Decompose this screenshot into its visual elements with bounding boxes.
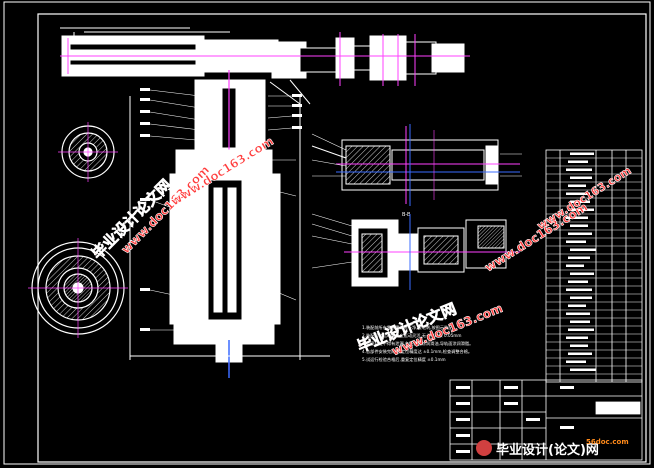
parts-cell-glyphs xyxy=(568,232,592,235)
parts-cell-glyphs xyxy=(568,184,586,187)
title-block xyxy=(449,379,643,461)
parts-cell-glyphs xyxy=(566,216,588,219)
watermark-url: www.doc163.com xyxy=(535,164,634,233)
note-line: 3.各密封处不得有泄漏,各配合面涂润滑油,导轨面涂润滑脂。 xyxy=(362,340,473,347)
title-block-cells xyxy=(456,386,574,453)
parts-list-table xyxy=(545,149,643,383)
logo-icon xyxy=(476,440,492,456)
logo-text: 毕业设计(论文)网 xyxy=(496,442,599,458)
parts-cell-glyphs xyxy=(570,248,596,251)
parts-cell-glyphs xyxy=(570,224,588,227)
parts-cell-glyphs xyxy=(570,320,590,323)
drawing-inner-border xyxy=(37,13,647,463)
parts-cell-glyphs xyxy=(568,328,594,331)
parts-cell-glyphs xyxy=(566,360,586,363)
title-cell-glyphs xyxy=(504,386,518,389)
vertical-column xyxy=(129,70,330,378)
parts-cell-glyphs xyxy=(570,176,592,179)
parts-cell-glyphs xyxy=(570,368,596,371)
note-line: 5.试运行检验合格后,重复定位精度 ±0.1mm xyxy=(362,356,446,363)
title-cell-glyphs xyxy=(526,418,540,421)
parts-cell-glyphs xyxy=(566,288,592,291)
parts-cell-glyphs xyxy=(566,168,592,171)
title-cell-glyphs xyxy=(504,402,518,405)
parts-cell-glyphs xyxy=(568,280,588,283)
leader-lines-left xyxy=(149,89,297,331)
leader-labels-left xyxy=(140,88,302,331)
note-line: 4.各部件安装完成后,定位精度达 ±0.1mm,检查调整合格。 xyxy=(362,348,472,355)
drawing-outer-border xyxy=(3,1,651,465)
parts-cell-glyphs xyxy=(566,192,590,195)
parts-cell-glyphs xyxy=(570,272,594,275)
arm-assembly xyxy=(60,27,470,105)
technical-notes: 1.装配前所有零件需清洗干净,去毛刺,按图示装配。 2.装配后各运动部件应运动灵… xyxy=(362,324,473,363)
parts-cell-glyphs xyxy=(570,152,594,155)
site-logo: 毕业设计(论文)网 56doc.com xyxy=(476,438,629,458)
title-cell-glyphs xyxy=(456,434,470,437)
parts-cell-glyphs xyxy=(566,336,588,339)
parts-cell-glyphs xyxy=(566,312,590,315)
parts-cell-glyphs xyxy=(568,304,586,307)
parts-cell-glyphs xyxy=(570,296,592,299)
section-view-cylinder xyxy=(311,124,522,206)
parts-list-rows xyxy=(546,152,642,375)
title-cell-glyphs xyxy=(456,450,470,453)
parts-cell-glyphs xyxy=(568,256,590,259)
parts-cell-glyphs xyxy=(570,200,590,203)
logo-badge: 56doc.com xyxy=(586,438,629,446)
title-cell-glyphs xyxy=(456,418,470,421)
parts-cell-glyphs xyxy=(568,352,592,355)
parts-cell-glyphs xyxy=(568,208,594,211)
gripper-assembly xyxy=(311,213,520,290)
parts-cell-glyphs xyxy=(568,160,588,163)
title-cell-glyphs xyxy=(560,386,574,389)
note-line: 1.装配前所有零件需清洗干净,去毛刺,按图示装配。 xyxy=(362,324,457,331)
title-cell-glyphs xyxy=(456,386,470,389)
note-line: 2.装配后各运动部件应运动灵活,无卡滞现象 0.05mm xyxy=(362,332,462,339)
section-label: B-B xyxy=(402,212,411,218)
gear-detail-small xyxy=(58,122,118,182)
parts-cell-glyphs xyxy=(566,240,586,243)
parts-cell-glyphs xyxy=(570,344,588,347)
watermark-5: www.doc163.com xyxy=(534,164,634,233)
title-cell-glyphs xyxy=(560,426,574,429)
parts-cell-glyphs xyxy=(566,264,584,267)
bearing-detail-large xyxy=(28,238,128,338)
title-cell-glyphs xyxy=(456,402,470,405)
